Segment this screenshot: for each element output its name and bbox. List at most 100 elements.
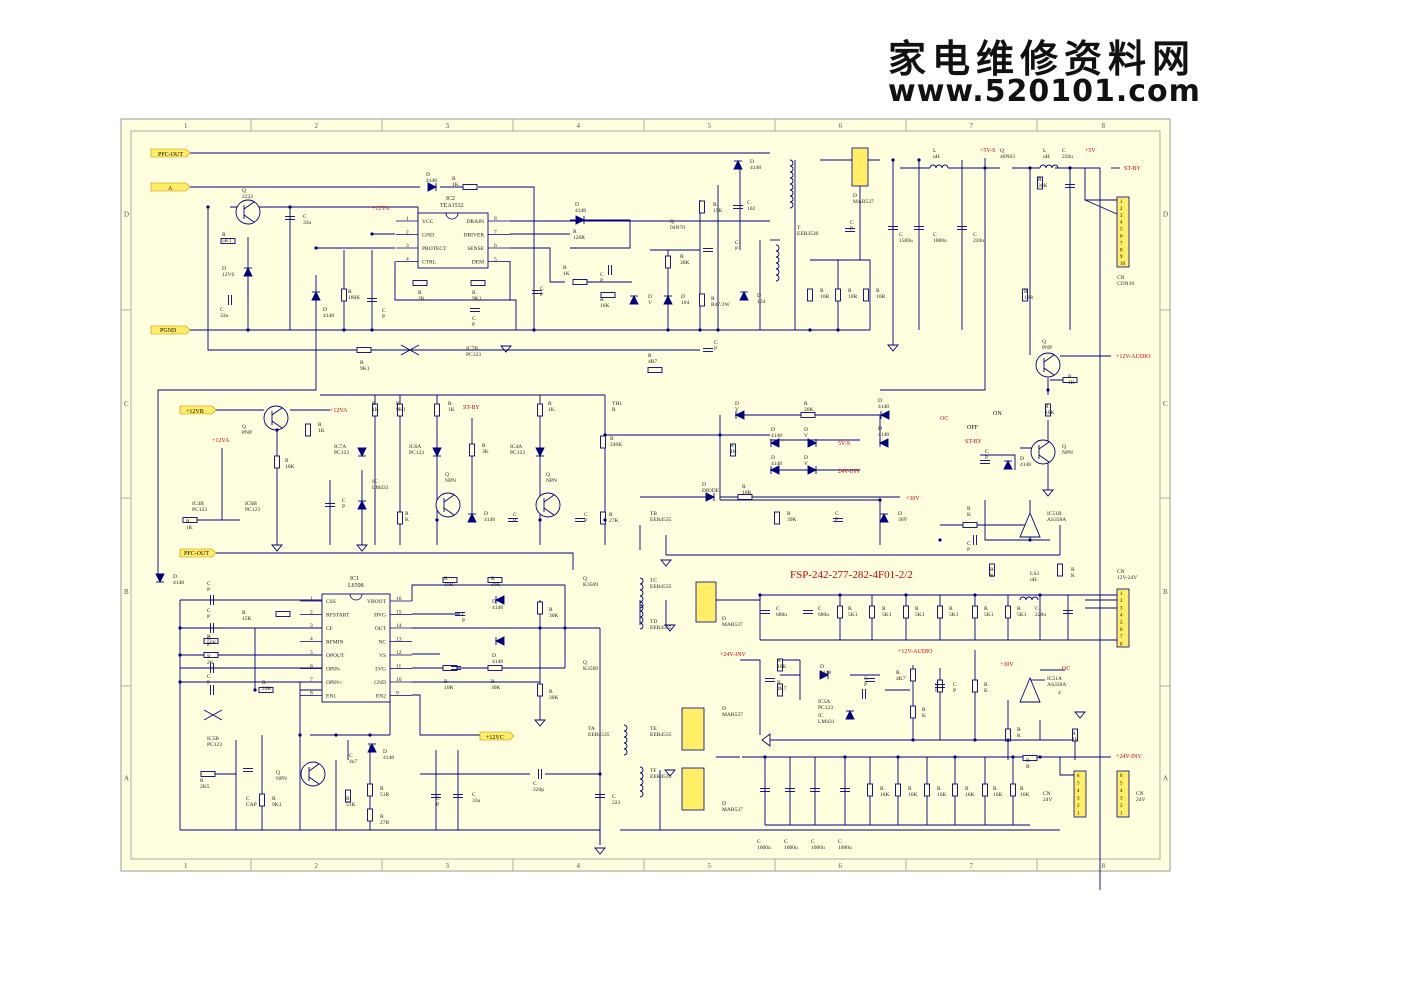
label-cp2-ref: C [472,316,476,322]
label-cp9-ref: C [342,498,346,504]
label-c680b-value: 680u [818,612,829,618]
connector-pin: 3 [1120,606,1123,611]
transistor-symbol [1035,352,1061,378]
coil-turn [623,748,628,756]
label-c223-ref: C [612,794,616,800]
junction-dot [563,626,567,630]
pin-name: SENSE [467,246,484,252]
label-dmar3-ref: D [722,706,726,712]
label-d104-ref: D [681,294,685,300]
label-r16kc-value: 16K [880,792,890,798]
diode-symbol [357,499,367,510]
ground-symbol [356,544,368,552]
label-ic5b-value: PC123 [207,742,222,748]
wire [478,186,535,330]
tag-12vc [479,731,515,741]
label-ic4a-ref: IC4A [510,444,522,450]
label-q04n-ref: Q [670,219,674,225]
col-label-top: 4 [577,122,581,130]
label-q40n-ref: Q [1000,148,1004,154]
wire [394,261,517,330]
pin-number: 16 [396,596,402,602]
label-tb-ref: TB [650,511,657,517]
junction-dot [938,538,942,542]
pin-name: VCC [422,219,434,225]
label-r1kd-value: 1K [318,428,325,434]
label-cp13-value: P [967,547,970,553]
pin-name: DEM [472,260,484,266]
label-td-ref: TD [650,619,657,625]
label-r16ke-ref: R [937,786,941,792]
tag-pgnd-text: PGND [160,328,177,334]
label-c4u7-value: 4u7 [349,759,358,765]
diode-symbol [739,290,749,301]
signal-arrow [761,733,771,747]
pin-number: 15 [396,610,402,616]
label-d4148m-ref: D [383,749,387,755]
label-cpd-ref: C [207,674,211,680]
diode-symbol [494,636,505,646]
label-r5k1c-value: 5K1 [915,612,925,618]
resistor-symbol [1072,728,1078,742]
ic2-part: TEA1532 [440,203,464,209]
net-5v: +5V [1085,148,1096,154]
label-c220c-ref: C [1035,606,1039,612]
label-cp1-value: P [382,314,385,320]
pin-name: DRAIN [467,219,484,225]
ground-symbol [534,719,546,727]
opamp-symbol [1019,676,1041,703]
label-r30kc-ref: R [491,576,495,582]
pin-name: GND [374,680,386,686]
transistor-lead [271,407,283,416]
connector-pin: 1 [1077,812,1080,817]
resistor-symbol [910,668,916,682]
label-d4148a-ref: D [426,172,430,178]
resistor-symbol [952,783,958,797]
label-qnpn2-ref: Q [445,472,449,478]
label-dv4-ref: D [804,455,808,461]
label-r47-value: R47/2W [711,302,730,308]
resistor-symbol [274,455,280,469]
label-r9k1c-ref: R [396,401,400,407]
net-12v-audio-2: +12V-AUDIO [898,649,933,655]
label-r2k-ref: R [418,290,422,296]
label-cn10-ref: CN [1117,275,1125,281]
junction-dot [314,246,318,250]
label-cp15-value: P [935,688,938,694]
label-r15kb-ref: R [242,610,246,616]
ic1-body [321,593,391,703]
col-label-top: 3 [446,122,450,130]
label-r16kh-value: 16K [1020,792,1030,798]
junction-dot [253,688,257,692]
label-ta-value: EER4535 [588,732,610,738]
label-r10k-value: 10K [1045,410,1055,416]
label-r4k7-ref: R [777,680,781,686]
ic1-ref: IC1 [350,576,359,582]
junction-dot [718,433,722,437]
connector-pin: 5 [1120,621,1123,626]
diode-symbol [769,438,780,448]
label-r1kf-ref: R [372,401,376,407]
label-r9k1b-ref: R [360,360,364,366]
diode-symbol [879,410,890,420]
inner-frame [130,130,1161,860]
label-r27r-ref: R [380,814,384,820]
label-cn24a-value: 24V [1043,797,1053,803]
label-r10rh-ref: R [444,679,448,685]
net-12va: +12VA [372,206,390,212]
label-c220b-value: 220u [1062,154,1073,160]
net-24v-inv-2: +24V-INV [720,652,746,658]
wire [980,454,1016,470]
junction-dot [1046,388,1050,392]
resistor-symbol [487,577,503,583]
label-rk5-value: K [922,713,926,719]
label-c1000b-ref: C [757,839,761,845]
label-ic7b-value: PC123 [466,352,481,358]
label-qpnp-ref: Q [1042,339,1046,345]
junction-dot [953,755,957,759]
connector-pin: 5 [1120,228,1123,233]
resistor-symbol [470,280,486,286]
label-cp16-value: P [953,688,956,694]
col-label-top: 5 [708,122,712,130]
